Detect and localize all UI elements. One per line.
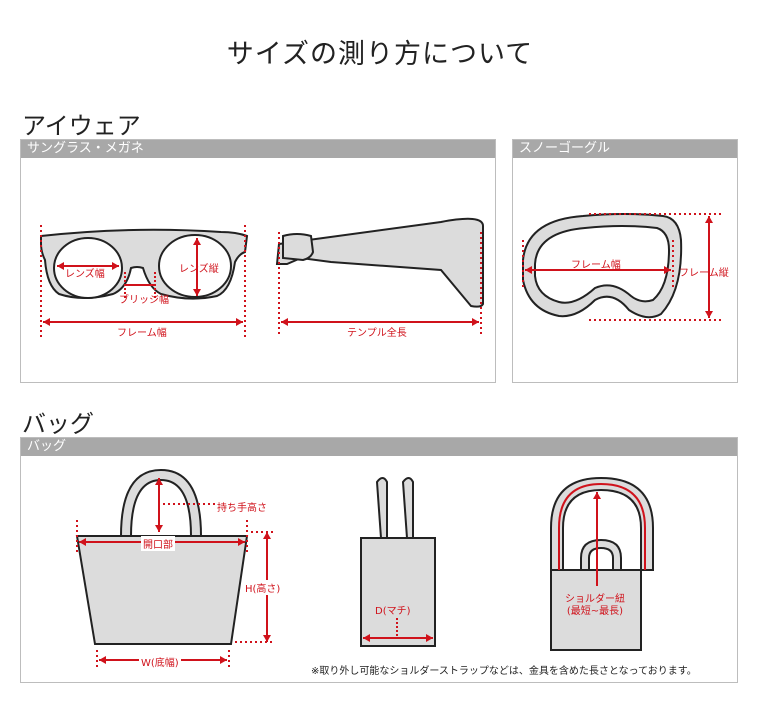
- glasses-front-icon: [40, 228, 249, 300]
- width-label: W(底幅): [139, 654, 181, 669]
- frame-width-label: フレーム幅: [117, 328, 167, 339]
- goggle-panel-title: スノーゴーグル: [513, 140, 737, 158]
- strap-label-line1: ショルダー紐: [565, 594, 625, 605]
- glasses-side-icon: [275, 217, 484, 308]
- shoulder-bag-icon: [550, 476, 654, 651]
- bag-panel: バッグ: [20, 437, 738, 683]
- bag-section-title: バッグ: [22, 410, 94, 438]
- depth-label: D(マチ): [375, 606, 411, 617]
- goggle-icon: [522, 213, 683, 319]
- opening-label: 開口部: [141, 536, 175, 551]
- strap-label-line2: (最短~最長): [566, 606, 624, 617]
- height-label: H(高さ): [245, 580, 281, 595]
- sunglasses-measure-lines: [40, 225, 482, 340]
- strap-label: ショルダー紐 (最短~最長): [565, 594, 625, 618]
- bridge-width-label: ブリッジ幅: [119, 295, 169, 306]
- strap-note: ※取り外し可能なショルダーストラップなどは、金具を含めた長さとなっております。: [311, 666, 697, 677]
- goggle-frame-height-label: フレーム縦: [679, 268, 729, 279]
- bag-measure-lines: [76, 478, 646, 670]
- lens-width-label: レンズ幅: [65, 269, 105, 280]
- tall-bag-icon: [360, 477, 436, 647]
- tote-bag-icon: [75, 468, 249, 645]
- goggle-diagram: [522, 213, 723, 321]
- bag-panel-title: バッグ: [21, 438, 737, 456]
- temple-length-label: テンプル全長: [347, 328, 407, 339]
- eyewear-section-title: アイウェア: [22, 112, 141, 140]
- bag-diagram: [75, 468, 654, 670]
- goggle-measure-lines: [522, 213, 723, 321]
- sunglasses-panel-title: サングラス・メガネ: [21, 140, 495, 158]
- goggle-panel: スノーゴーグル フレーム幅 フレーム縦: [512, 139, 738, 383]
- handle-height-label: 持ち手高さ: [217, 503, 267, 514]
- page-title: サイズの測り方について: [226, 39, 534, 70]
- sunglasses-diagram: [40, 217, 484, 340]
- lens-height-label: レンズ縦: [179, 264, 219, 275]
- sunglasses-panel: サングラス・メガネ: [20, 139, 496, 383]
- goggle-frame-width-label: フレーム幅: [571, 260, 621, 271]
